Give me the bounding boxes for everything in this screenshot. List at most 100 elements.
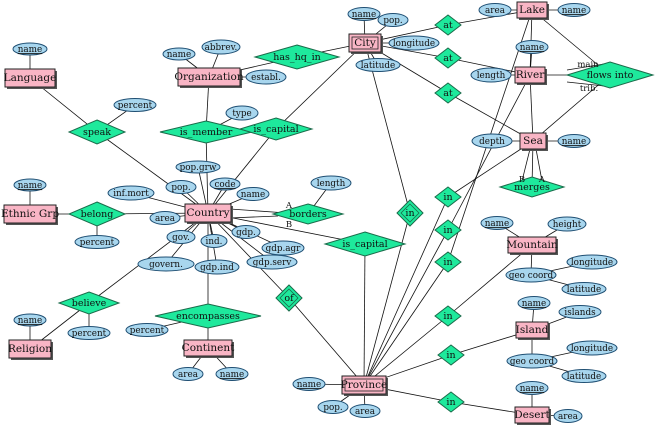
attribute-borders-length[interactable]: length	[310, 175, 352, 191]
entity-sea[interactable]: Sea	[519, 132, 548, 151]
attribute-belong-percent[interactable]: percent	[74, 235, 120, 249]
attribute-enc-percent[interactable]: percent	[125, 323, 169, 337]
relationship-is-member[interactable]: is_member	[159, 120, 253, 144]
entity-continent[interactable]: Continent	[182, 339, 235, 358]
attribute-language-name[interactable]: name	[12, 42, 48, 56]
entity-city[interactable]: City	[348, 33, 383, 54]
attribute-city-name[interactable]: name	[347, 7, 381, 21]
attribute-river-name[interactable]: name	[515, 40, 549, 54]
relationship-in-island[interactable]: in	[437, 344, 465, 366]
attribute-country-ind[interactable]: ind.	[200, 234, 228, 248]
entity-island[interactable]: Island	[515, 321, 550, 340]
attribute-believe-percent[interactable]: percent	[67, 326, 111, 340]
entity-label: Island	[516, 324, 549, 336]
entity-language[interactable]: Language	[4, 68, 57, 89]
relationship-borders[interactable]: borders	[271, 203, 345, 225]
entity-river[interactable]: River	[514, 66, 547, 85]
attribute-lake-area[interactable]: area	[478, 3, 512, 17]
relationship-at-river[interactable]: at	[434, 47, 462, 69]
relationship-in-river[interactable]: in	[434, 219, 462, 241]
relationship-speak[interactable]: speak	[67, 119, 127, 145]
attribute-org-establ[interactable]: establ.	[245, 69, 287, 85]
attribute-speak-percent[interactable]: percent	[113, 98, 157, 112]
entity-box	[514, 406, 550, 424]
relationship-of[interactable]: of	[275, 284, 303, 312]
key-attribute-label: name	[520, 384, 544, 394]
attribute-island-latitude[interactable]: latitude	[561, 369, 607, 383]
attribute-country-gdp[interactable]: gdp.	[231, 225, 261, 239]
attribute-org-name[interactable]: name	[162, 47, 196, 61]
entity-province[interactable]: Province	[341, 375, 388, 396]
attribute-desert-area[interactable]: area	[553, 409, 583, 423]
relationship-in-city[interactable]: in	[396, 199, 424, 227]
attribute-mountain-latitude[interactable]: latitude	[561, 282, 607, 296]
attribute-province-area[interactable]: area	[349, 404, 381, 418]
attribute-country-govern[interactable]: govern.	[137, 256, 195, 272]
key-attribute-label: name	[520, 43, 544, 53]
attribute-ethnic-name[interactable]: name	[13, 178, 47, 192]
relationship-merges[interactable]: merges	[498, 176, 566, 198]
attribute-label: ind.	[206, 237, 223, 247]
attribute-mountain-geo-coord[interactable]: geo coord	[505, 267, 557, 283]
attribute-org-abbrev[interactable]: abbrev.	[201, 39, 241, 55]
relationship-at-lake[interactable]: at	[434, 14, 462, 36]
attribute-ellipse	[162, 47, 196, 61]
attribute-mountain-longitude[interactable]: longitude	[566, 254, 618, 270]
relationship-in-desert[interactable]: in	[437, 391, 465, 413]
attribute-continent-name[interactable]: name	[215, 367, 249, 381]
attribute-city-longitude[interactable]: longitude	[388, 35, 440, 51]
attribute-island-longitude[interactable]: longitude	[566, 340, 618, 356]
attribute-religion-name[interactable]: name	[13, 313, 47, 327]
relationship-is-capital-top[interactable]: is_capital	[238, 117, 314, 141]
attribute-country-gdp-serv[interactable]: gdp.serv	[246, 254, 298, 270]
entity-lake[interactable]: Lake	[516, 1, 549, 20]
entity-mountain[interactable]: Mountain	[506, 236, 558, 255]
attribute-river-length[interactable]: length	[470, 67, 512, 83]
attribute-desert-name[interactable]: name	[515, 381, 549, 395]
attribute-lake-name[interactable]: name	[557, 3, 591, 17]
attribute-country-area[interactable]: area	[149, 211, 181, 225]
attribute-ellipse	[292, 377, 326, 391]
entity-organization[interactable]: Organization	[174, 67, 244, 88]
attribute-country-gdp-agr[interactable]: gdp.agr	[261, 240, 305, 256]
relationship-in-sea[interactable]: in	[434, 186, 462, 208]
relationship-is-capital-bottom[interactable]: is_capital	[323, 231, 407, 257]
attribute-island-geo-coord[interactable]: geo coord	[506, 353, 558, 369]
relationship-flows-into[interactable]: flows into	[565, 61, 655, 89]
attribute-member-type[interactable]: type	[225, 105, 259, 121]
attribute-ellipse	[246, 254, 298, 270]
relationship-in-lake[interactable]: in	[434, 251, 462, 273]
attribute-country-name[interactable]: name	[236, 187, 270, 201]
relationship-believe[interactable]: believe	[57, 291, 121, 315]
attribute-sea-depth[interactable]: depth	[471, 133, 513, 149]
entity-desert[interactable]: Desert	[514, 406, 551, 425]
attribute-mountain-name[interactable]: name	[480, 216, 514, 230]
entity-country[interactable]: Country	[184, 203, 233, 224]
attribute-ellipse	[231, 225, 261, 239]
attribute-label: abbrev.	[205, 43, 238, 53]
attribute-country-gdp-ind[interactable]: gdp.ind	[194, 259, 240, 275]
relationship-has-hq-in[interactable]: has_hq_in	[253, 44, 341, 70]
relationship-belong[interactable]: belong	[67, 201, 127, 227]
attribute-mountain-height[interactable]: height	[547, 216, 587, 232]
relationship-encompasses[interactable]: encompasses	[154, 303, 262, 329]
attribute-country-code[interactable]: code	[209, 177, 241, 191]
attribute-country-inf-mort[interactable]: inf.mort	[107, 185, 155, 201]
attribute-sea-name[interactable]: name	[557, 134, 591, 148]
attribute-island-islands[interactable]: islands	[558, 305, 602, 319]
relationship-in-mountain[interactable]: in	[434, 305, 462, 327]
relationship-at-sea[interactable]: at	[434, 82, 462, 104]
entity-ethnic-grp[interactable]: Ethnic Grp	[1, 204, 59, 225]
attribute-ellipse	[245, 69, 287, 85]
attribute-country-pop[interactable]: pop.	[165, 180, 197, 194]
attribute-province-pop[interactable]: pop.	[317, 400, 349, 414]
entity-religion[interactable]: Religion	[8, 339, 53, 360]
attribute-city-latitude[interactable]: latitude	[355, 58, 401, 72]
attribute-island-name[interactable]: name	[517, 296, 551, 310]
attribute-country-pop-grw[interactable]: pop.grw	[175, 160, 221, 174]
attribute-continent-area[interactable]: area	[172, 367, 204, 381]
attribute-country-gov[interactable]: gov.	[166, 230, 196, 244]
attribute-city-pop[interactable]: pop.	[377, 13, 409, 27]
attribute-province-name[interactable]: name	[292, 377, 326, 391]
